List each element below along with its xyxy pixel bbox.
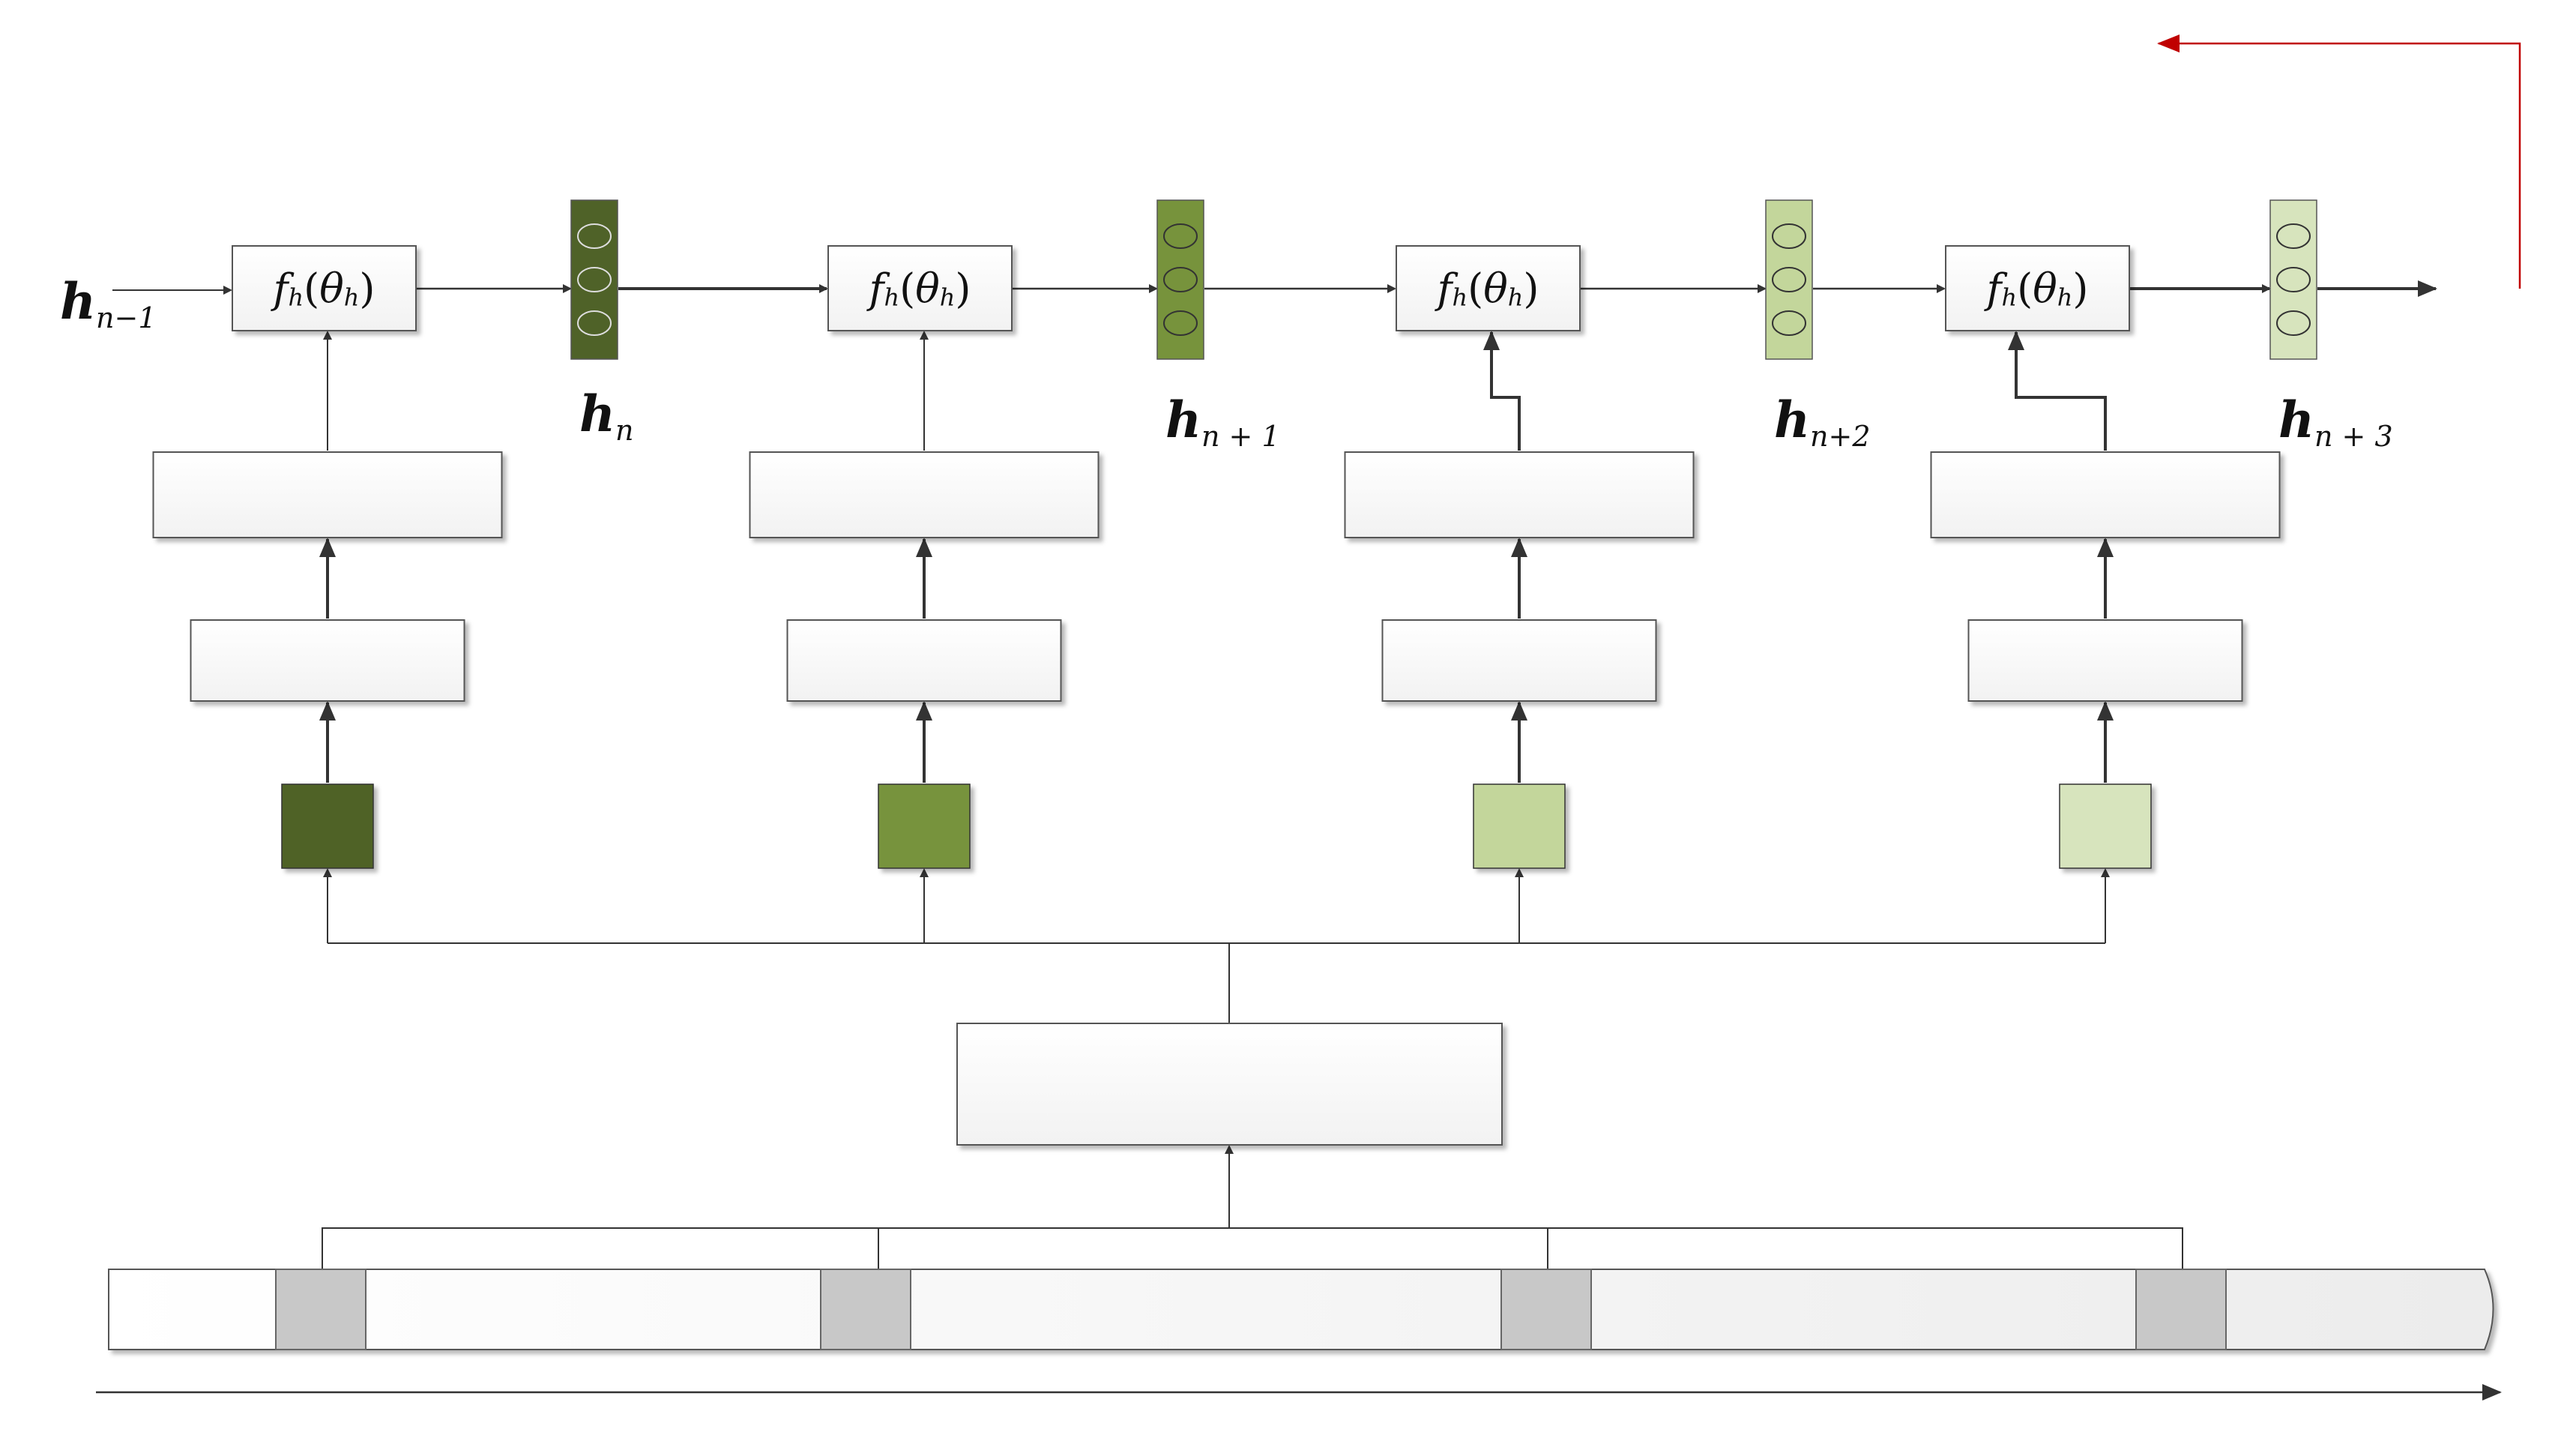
initial-hidden-label: hn−1 xyxy=(60,272,157,334)
lstm-cell-icon xyxy=(1765,199,1813,360)
cnn-box xyxy=(786,619,1062,702)
feature-map-icon xyxy=(1473,783,1566,869)
f-theta-box xyxy=(1396,245,1581,331)
lstm-cell-icon xyxy=(2269,199,2317,360)
diagram-shapes xyxy=(108,199,2494,1350)
cell-unit xyxy=(2276,310,2311,336)
sampled-segment xyxy=(2135,1269,2227,1350)
cell-unit xyxy=(1163,267,1198,292)
cell-unit xyxy=(1772,223,1806,249)
cell-unit xyxy=(1772,310,1806,336)
diagram-labels: fh(θh) hn fh(θh) hn + 1 fh(θh) hn+2 fh(θh) hn +… xyxy=(60,265,2393,453)
f-theta-label: fh(θh) xyxy=(271,265,375,312)
cell-unit xyxy=(2276,267,2311,292)
cnn-box xyxy=(190,619,465,702)
cnn-box xyxy=(1381,619,1657,702)
feature-map-icon xyxy=(281,783,374,869)
cell-unit xyxy=(2276,223,2311,249)
maxpool-box xyxy=(749,451,1100,538)
sampling-bracket xyxy=(322,1227,2183,1269)
lstm-cell-icon xyxy=(570,199,618,360)
connector-lines xyxy=(96,34,2521,1401)
timeline-strip xyxy=(108,1269,2494,1350)
feature-map-icon xyxy=(878,783,971,869)
hidden-state-label: hn xyxy=(579,385,633,447)
arrow-icon xyxy=(1483,331,1521,451)
cell-unit xyxy=(577,223,612,249)
cell-unit xyxy=(577,310,612,336)
cnn-box xyxy=(1967,619,2243,702)
cell-unit xyxy=(1772,267,1806,292)
lstm-cell-icon xyxy=(1156,199,1204,360)
arrow-icon xyxy=(2008,331,2107,451)
cell-unit xyxy=(1163,223,1198,249)
cell-unit xyxy=(1163,310,1198,336)
f-theta-label: fh(θh) xyxy=(1435,265,1539,312)
maxpool-box xyxy=(1930,451,2281,538)
f-theta-box xyxy=(232,245,417,331)
maxpool-box xyxy=(152,451,503,538)
f-theta-label: fh(θh) xyxy=(1984,265,2089,312)
cell-unit xyxy=(577,267,612,292)
hidden-state-label: hn + 1 xyxy=(1165,391,1280,453)
sorting-box xyxy=(956,1023,1503,1146)
hidden-state-label: hn + 3 xyxy=(2278,391,2393,453)
sampled-segment xyxy=(820,1269,911,1350)
maxpool-box xyxy=(1344,451,1695,538)
sampled-segment xyxy=(1500,1269,1592,1350)
sampled-segment xyxy=(275,1269,367,1350)
feedback-arrow-icon xyxy=(2157,34,2521,289)
f-theta-box xyxy=(1945,245,2130,331)
hidden-state-label: hn+2 xyxy=(1774,391,1871,453)
feature-map-icon xyxy=(2059,783,2152,869)
f-theta-box xyxy=(827,245,1013,331)
f-theta-label: fh(θh) xyxy=(866,265,971,312)
